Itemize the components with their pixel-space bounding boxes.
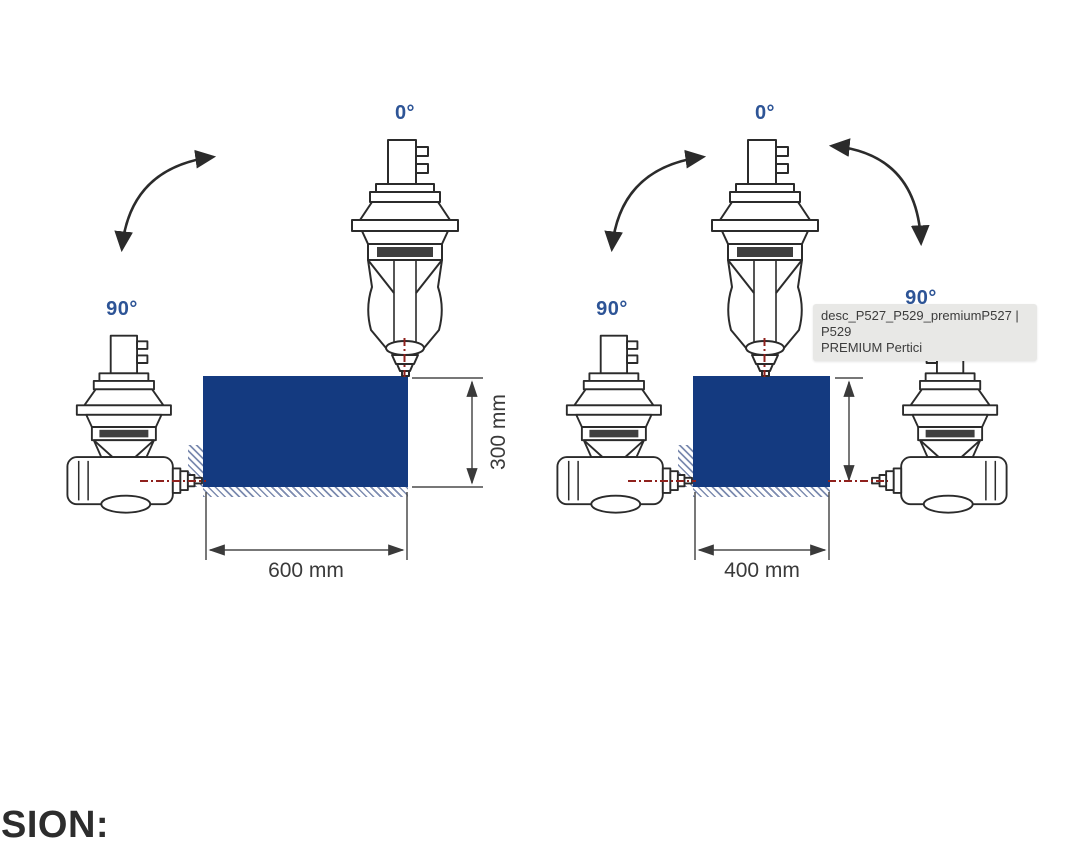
milling-head-90deg-left [66,334,203,514]
swivel-arc-right-diagram-left [604,149,707,253]
dimension-300mm [412,377,483,488]
workpiece-400mm [693,376,830,487]
angle-label-90deg-right-left: 90° [596,298,628,320]
section-heading-cutoff: SION: [1,804,110,846]
angle-label-90deg-right-right: 90° [905,287,937,309]
milling-head-90deg-right-left [556,334,693,514]
workpiece-600mm [203,376,408,487]
angle-label-0deg-left: 0° [394,102,416,124]
swivel-arc-left-diagram [114,149,217,253]
milling-head-0deg-right [711,139,819,377]
hover-tooltip: desc_P527_P529_premiumP527 | P529 PREMIU… [813,304,1037,361]
dimension-400mm [694,492,830,560]
dimension-600mm [205,492,408,560]
dim-label-400mm: 400 mm [724,559,800,582]
dim-label-600mm: 600 mm [268,559,344,582]
angle-label-90deg-left: 90° [106,298,138,320]
tooltip-line2: PREMIUM Pertici [821,340,923,355]
milling-head-0deg-left [351,139,459,377]
support-hatch-bottom-400 [693,487,830,497]
support-hatch-bottom-600 [203,487,408,497]
dim-label-300mm: 300 mm [487,394,510,470]
angle-label-0deg-right: 0° [754,102,776,124]
tooltip-line1: desc_P527_P529_premiumP527 | P529 [821,308,1019,339]
swivel-arc-right-diagram-right [828,138,930,247]
